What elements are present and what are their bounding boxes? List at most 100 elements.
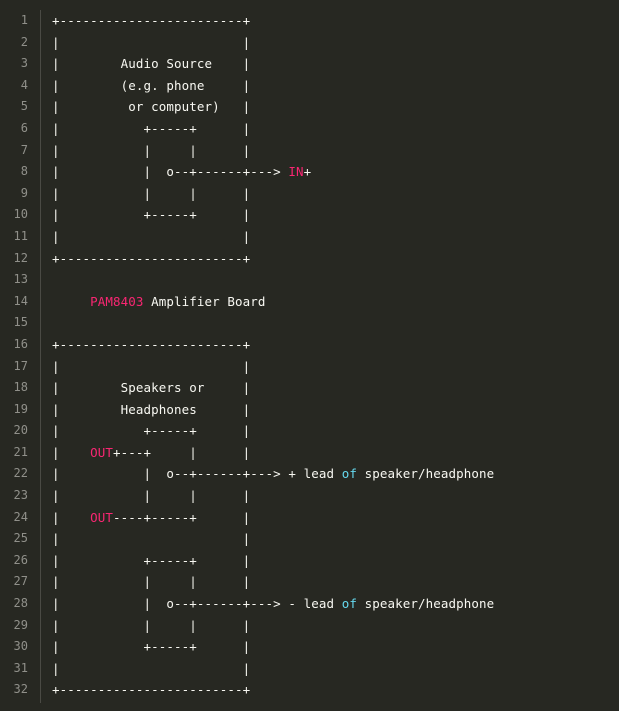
code-text: | |	[52, 531, 251, 547]
code-text: |	[52, 444, 91, 460]
line-number: 26	[13, 552, 28, 567]
highlighted-token: of	[341, 466, 358, 482]
code-line[interactable]: 1 +------------------------+	[0, 10, 619, 32]
code-line[interactable]: 14 PAM8403 Amplifier Board	[0, 291, 619, 313]
code-line[interactable]: 16+------------------------+	[0, 334, 619, 356]
code-line[interactable]: 10 | +-----+ |	[0, 204, 619, 226]
code-line[interactable]: 15	[0, 312, 619, 334]
line-content: | | | |	[52, 485, 250, 507]
code-line[interactable]: 24| OUT----+-----+ |	[0, 507, 619, 529]
code-text: | +-----+ |	[52, 423, 251, 439]
line-number: 8	[20, 164, 28, 179]
code-line[interactable]: 23| | | |	[0, 485, 619, 507]
code-text: | | o--+------+--->	[52, 164, 289, 180]
code-line[interactable]: 20 | +-----+ |	[0, 420, 619, 442]
gutter-divider	[40, 10, 41, 703]
line-number: 17	[13, 358, 28, 373]
line-content: | |	[52, 32, 250, 54]
code-line[interactable]: 5 | or computer) |	[0, 96, 619, 118]
code-line[interactable]: 11 | |	[0, 226, 619, 248]
line-content: | | | |	[52, 615, 250, 637]
line-content: | |	[52, 528, 250, 550]
line-content: | or computer) |	[52, 96, 250, 118]
highlighted-token: PAM8403	[90, 293, 144, 309]
code-text: Amplifier Board	[143, 293, 266, 309]
code-line[interactable]: 25 | |	[0, 528, 619, 550]
line-number: 25	[13, 531, 28, 546]
code-line[interactable]: 12 +------------------------+	[0, 248, 619, 270]
line-content: | Speakers or |	[52, 377, 250, 399]
code-line[interactable]: 18 | Speakers or |	[0, 377, 619, 399]
line-number: 21	[13, 444, 28, 459]
code-text: | +-----+ |	[52, 639, 251, 655]
code-text: +------------------------+	[52, 250, 251, 266]
code-text: | |	[52, 228, 251, 244]
code-line[interactable]: 29| | | |	[0, 615, 619, 637]
line-content: | | o--+------+---> IN+	[52, 161, 311, 183]
code-line[interactable]: 9 | | | |	[0, 183, 619, 205]
line-content: | Headphones |	[52, 399, 250, 421]
code-text: | |	[52, 660, 251, 676]
code-line[interactable]: 4| (e.g. phone |	[0, 75, 619, 97]
code-text: | Speakers or |	[52, 380, 251, 396]
code-line[interactable]: 21| OUT+---+ | |	[0, 442, 619, 464]
code-line[interactable]: 30 | +-----+ |	[0, 636, 619, 658]
line-content: | +-----+ |	[52, 550, 250, 572]
code-text: | | o--+------+---> - lead	[52, 596, 342, 612]
line-number: 11	[13, 228, 28, 243]
line-number: 1	[20, 13, 28, 27]
code-line[interactable]: 27| | | |	[0, 571, 619, 593]
line-content: | +-----+ |	[52, 204, 250, 226]
line-number: 18	[13, 380, 28, 395]
code-text: | | | |	[52, 617, 251, 633]
line-content: +------------------------+	[52, 248, 250, 270]
code-line[interactable]: 22 | | o--+------+---> + lead of speaker/…	[0, 463, 619, 485]
line-number: 5	[20, 99, 28, 114]
code-text: | (e.g. phone |	[52, 77, 251, 93]
code-line[interactable]: 26 | +-----+ |	[0, 550, 619, 572]
code-text: speaker/headphone	[357, 466, 495, 482]
code-text: | Headphones |	[52, 401, 251, 417]
line-content: | | o--+------+---> - lead of speaker/he…	[52, 593, 494, 615]
line-number: 9	[20, 185, 28, 200]
code-line[interactable]: 6 | +-----+ |	[0, 118, 619, 140]
line-number: 20	[13, 423, 28, 438]
line-number: 30	[13, 639, 28, 654]
code-line[interactable]: 8 | | o--+------+---> IN+	[0, 161, 619, 183]
line-number: 10	[13, 207, 28, 222]
line-content: +------------------------+	[52, 334, 250, 356]
code-text: | or computer) |	[52, 99, 251, 115]
code-line[interactable]: 7| | | |	[0, 140, 619, 162]
line-content: | | | |	[52, 183, 250, 205]
code-text: +------------------------+	[52, 13, 251, 28]
line-number: 12	[13, 250, 28, 265]
code-lines[interactable]: 1 +------------------------+ 2| | 3 | Audio …	[0, 10, 619, 701]
line-number: 15	[13, 315, 28, 330]
code-line[interactable]: 13	[0, 269, 619, 291]
code-line[interactable]: 32+------------------------+	[0, 679, 619, 701]
line-content: +------------------------+	[52, 679, 250, 701]
code-line[interactable]: 3 | Audio Source |	[0, 53, 619, 75]
code-text: | | o--+------+---> + lead	[52, 466, 342, 482]
line-number: 6	[20, 120, 28, 135]
code-text: speaker/headphone	[357, 596, 495, 612]
code-line[interactable]: 31| |	[0, 658, 619, 680]
code-text: | Audio Source |	[52, 56, 251, 72]
code-text: | | | |	[52, 488, 251, 504]
code-text: | |	[52, 358, 251, 374]
line-content: | |	[52, 356, 250, 378]
highlighted-token: OUT	[90, 444, 114, 460]
code-line[interactable]: 19| Headphones |	[0, 399, 619, 421]
line-number: 13	[13, 272, 28, 287]
line-content: | Audio Source |	[52, 53, 250, 75]
line-content: | +-----+ |	[52, 420, 250, 442]
code-line[interactable]: 2| |	[0, 32, 619, 54]
code-text: | +-----+ |	[52, 207, 251, 223]
line-number: 3	[20, 56, 28, 71]
code-line[interactable]: 28| | o--+------+---> - lead of speaker/…	[0, 593, 619, 615]
line-number: 22	[13, 466, 28, 481]
code-line[interactable]: 17 | |	[0, 356, 619, 378]
line-content: | OUT----+-----+ |	[52, 507, 250, 529]
line-content: | +-----+ |	[52, 118, 250, 140]
